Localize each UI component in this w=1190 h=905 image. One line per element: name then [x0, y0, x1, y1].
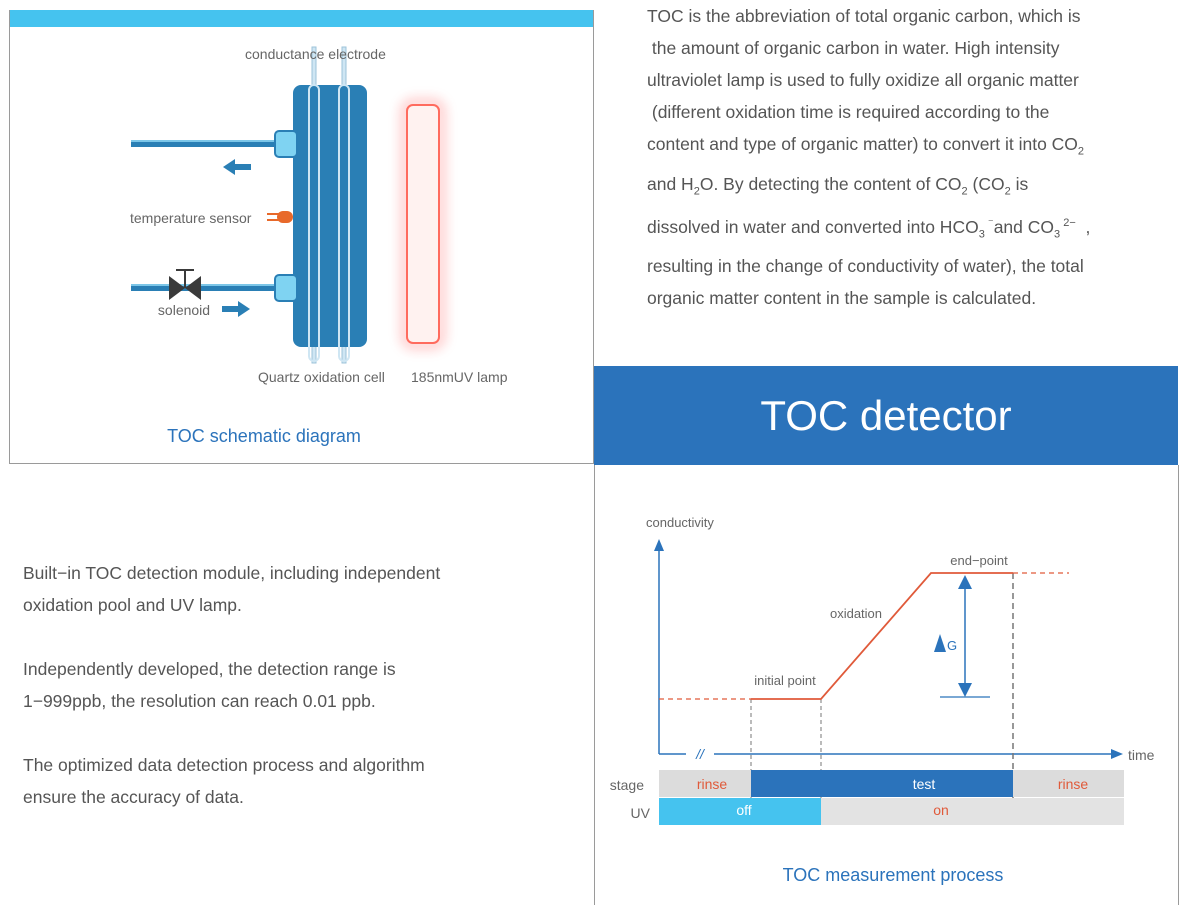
- measurement-panel: [594, 465, 1179, 905]
- schematic-top-bar: [9, 10, 594, 27]
- intro-paragraph: TOC is the abbreviation of total organic…: [647, 0, 1167, 314]
- feature-text: Independently developed, the detection r…: [23, 659, 396, 679]
- banner-title: TOC detector: [760, 391, 1012, 439]
- uv-on-label: on: [933, 802, 949, 818]
- initial-point-label: initial point: [754, 673, 816, 688]
- feature-text: The optimized data detection process and…: [23, 755, 425, 775]
- solenoid-valve-icon: [169, 276, 185, 300]
- subscript: 3: [1054, 228, 1061, 241]
- quartz-oxidation-cell: [293, 85, 367, 347]
- schematic-caption: TOC schematic diagram: [167, 426, 361, 446]
- intro-line: the amount of organic carbon in water. H…: [647, 38, 1060, 58]
- sensor-lead-bottom: [267, 219, 281, 221]
- stage-row-label: stage: [610, 777, 644, 793]
- intro-line: resulting in the change of conductivity …: [647, 256, 1084, 277]
- outlet-pipe-highlight: [131, 140, 281, 142]
- feature-text: Built−in TOC detection module, including…: [23, 563, 441, 583]
- intro-line: O. By detecting the content of CO: [699, 173, 962, 194]
- uv-lamp-glow: [401, 99, 445, 349]
- axis-break-mark: //: [695, 746, 706, 762]
- inlet-arrow-icon: [222, 301, 250, 317]
- uv-lamp-label: 185nmUV lamp: [411, 369, 508, 385]
- intro-line: (different oxidation time is required ac…: [647, 102, 1050, 122]
- measurement-caption: TOC measurement process: [783, 865, 1004, 885]
- cell-tube-right: [338, 84, 350, 362]
- toc-schematic-diagram: conductance electrode temperature sensor…: [130, 46, 508, 446]
- toc-measurement-diagram: // conductivity time G initial point oxi…: [610, 515, 1155, 885]
- toc-detector-banner: TOC detector: [594, 366, 1178, 465]
- intro-line: ,: [1075, 216, 1091, 237]
- conductivity-curve: [751, 572, 1013, 700]
- subscript: 2: [961, 185, 968, 197]
- feature-text: oxidation pool and UV lamp.: [23, 595, 242, 615]
- outlet-connector: [274, 130, 298, 158]
- subscript: 2: [1077, 145, 1085, 158]
- outlet-arrow-icon: [223, 159, 251, 175]
- subscript: 2: [693, 185, 700, 197]
- intro-line: and H: [647, 173, 694, 194]
- intro-line: organic matter content in the sample is …: [647, 288, 1037, 309]
- inlet-connector: [274, 274, 298, 302]
- subscript: 3: [978, 228, 985, 241]
- axis-break-gap: [686, 747, 714, 761]
- subscript: 2: [1004, 185, 1011, 197]
- inlet-pipe-highlight: [131, 284, 281, 286]
- sensor-lead-top: [267, 213, 281, 215]
- cell-tube-left: [308, 84, 320, 362]
- stage-rinse-label: rinse: [697, 776, 728, 792]
- superscript: ⁻: [984, 217, 994, 229]
- inlet-pipe: [131, 284, 281, 291]
- solenoid-label: solenoid: [158, 302, 210, 318]
- stage-rinse-label: rinse: [1058, 776, 1089, 792]
- intro-line: and CO: [993, 216, 1055, 237]
- x-axis-arrow-icon: [1111, 749, 1123, 759]
- stage-rinse-segment: [659, 770, 751, 797]
- uv-off-label: off: [736, 802, 751, 818]
- y-axis-arrow-icon: [654, 539, 664, 551]
- intro-line: content and type of organic matter) to c…: [647, 134, 1078, 154]
- y-axis-label: conductivity: [646, 515, 714, 530]
- superscript: 2−: [1060, 217, 1076, 229]
- intro-line: (CO: [967, 173, 1005, 194]
- stage-rinse-segment: [1013, 770, 1124, 797]
- stage-test-label: test: [913, 776, 936, 792]
- uv-lamp-icon: [406, 104, 440, 344]
- end-point-label: end−point: [950, 553, 1008, 568]
- intro-line: ultraviolet lamp is used to fully oxidiz…: [647, 70, 1079, 90]
- x-axis-label: time: [1128, 747, 1155, 763]
- intro-line: is: [1010, 173, 1029, 194]
- temperature-sensor-icon: [277, 211, 293, 223]
- delta-g-up-arrow-icon: [958, 575, 972, 589]
- schematic-panel: [9, 10, 594, 464]
- intro-line: dissolved in water and converted into HC…: [647, 216, 979, 237]
- solenoid-valve-right: [185, 276, 201, 300]
- temperature-sensor-label: temperature sensor: [130, 210, 252, 226]
- uv-row-label: UV: [631, 805, 651, 821]
- feature-text: 1−999ppb, the resolution can reach 0.01 …: [23, 691, 376, 711]
- conductance-electrode-label: conductance electrode: [245, 46, 386, 62]
- uv-on-segment: [821, 798, 1124, 825]
- feature-list: Built−in TOC detection module, including…: [23, 557, 583, 845]
- intro-line: TOC is the abbreviation of total organic…: [647, 6, 1081, 26]
- feature-text: ensure the accuracy of data.: [23, 787, 244, 807]
- stage-test-segment: [751, 770, 1013, 797]
- quartz-cell-label: Quartz oxidation cell: [258, 369, 385, 385]
- delta-icon: [934, 634, 946, 652]
- delta-g-label: G: [947, 638, 957, 653]
- outlet-pipe: [131, 140, 281, 147]
- oxidation-label: oxidation: [830, 606, 882, 621]
- delta-g-down-arrow-icon: [958, 683, 972, 697]
- uv-off-segment: [659, 798, 821, 825]
